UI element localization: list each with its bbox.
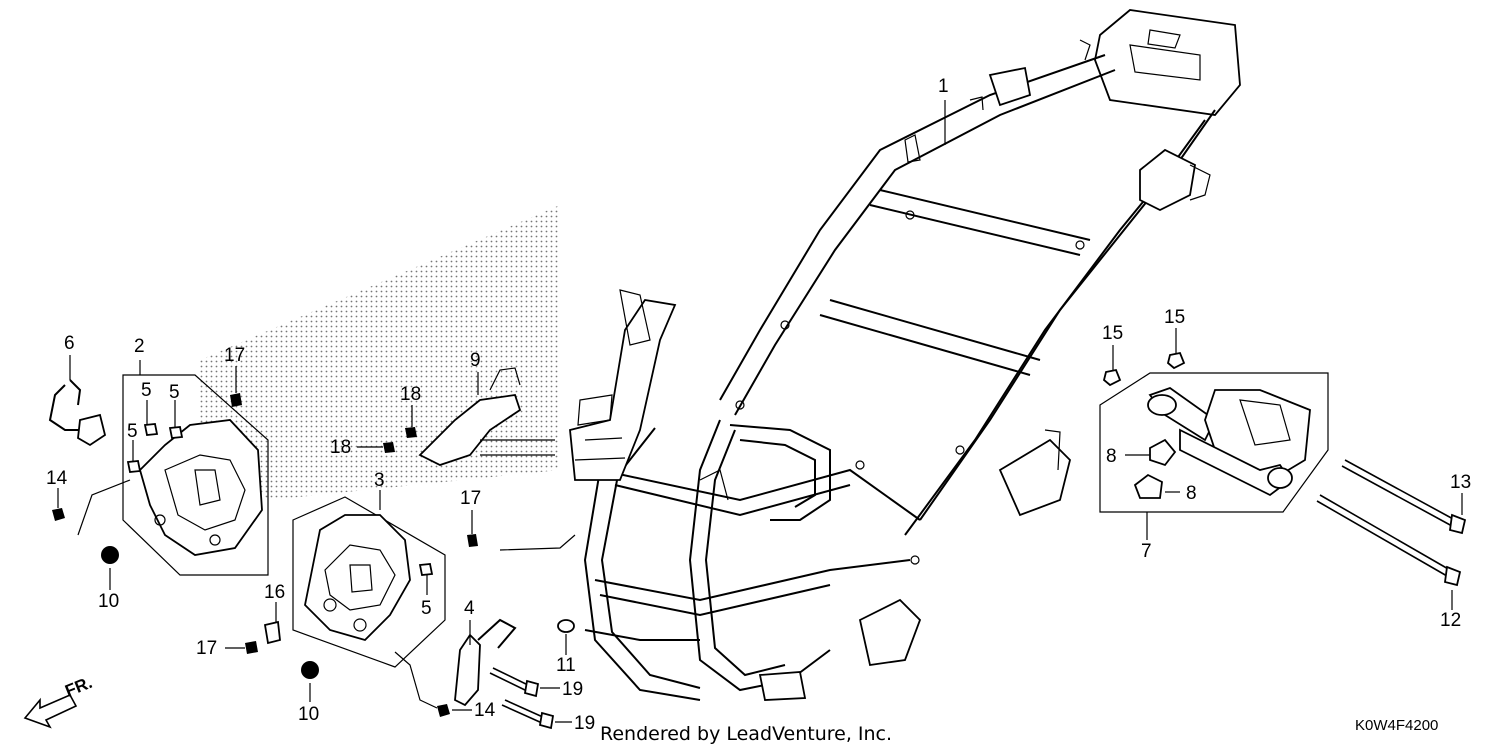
part-18-nut-top[interactable]	[405, 427, 417, 438]
part-12-bolt[interactable]	[1316, 494, 1462, 587]
part-4-bracket[interactable]	[454, 618, 517, 707]
part-19-bolt-upper[interactable]	[489, 667, 540, 698]
part-8-clip-a[interactable]	[1149, 438, 1177, 467]
part-14-bolt-left[interactable]	[52, 508, 65, 521]
callout-15-a[interactable]: 15	[1102, 323, 1123, 344]
callout-11[interactable]: 11	[556, 655, 576, 676]
part-7-engine-hanger[interactable]	[1147, 386, 1311, 497]
rendered-by-credit: Rendered by LeadVenture, Inc.	[600, 723, 892, 745]
callout-17-c[interactable]: 17	[196, 638, 217, 659]
main-frame[interactable]	[499, 9, 1241, 701]
callout-1[interactable]: 1	[938, 76, 949, 97]
part-10-grommet-right[interactable]	[301, 661, 319, 679]
callout-19-b[interactable]: 19	[574, 713, 595, 734]
callout-7[interactable]: 7	[1141, 541, 1152, 562]
leader-lines	[57, 100, 1463, 723]
part-11-washer[interactable]	[557, 619, 575, 633]
callout-12[interactable]: 12	[1440, 610, 1461, 631]
callout-10-b[interactable]: 10	[298, 704, 319, 725]
callout-15-b[interactable]: 15	[1164, 307, 1185, 328]
callout-6[interactable]: 6	[64, 333, 75, 354]
callout-19-a[interactable]: 19	[562, 679, 583, 700]
part-18-nut-left[interactable]	[383, 442, 395, 453]
part-17-bolt-low[interactable]	[245, 641, 258, 654]
part-17-bolt-mid[interactable]	[467, 534, 478, 547]
part-15-nut-right[interactable]	[1166, 351, 1186, 370]
part-16-clip[interactable]	[263, 620, 281, 645]
callout-2[interactable]: 2	[134, 336, 145, 357]
callout-17-a[interactable]: 17	[224, 345, 245, 366]
callout-18-a[interactable]: 18	[400, 384, 421, 405]
callout-5-b[interactable]: 5	[169, 382, 180, 403]
part-2-cover[interactable]	[138, 419, 263, 556]
callout-8-a[interactable]: 8	[1106, 446, 1117, 467]
callout-10-a[interactable]: 10	[98, 591, 119, 612]
front-arrow: FR.	[23, 673, 95, 729]
part-9-bracket[interactable]	[418, 367, 555, 466]
callout-5-d[interactable]: 5	[421, 598, 432, 619]
part-3-cover[interactable]	[304, 514, 411, 642]
callout-17-b[interactable]: 17	[460, 488, 481, 509]
part-17-bolt-top[interactable]	[230, 393, 242, 407]
callout-5-a[interactable]: 5	[141, 380, 152, 401]
front-arrow-label: FR.	[62, 673, 95, 701]
callout-13[interactable]: 13	[1450, 472, 1471, 493]
part-13-bolt[interactable]	[1341, 459, 1467, 535]
callout-9[interactable]: 9	[470, 350, 481, 371]
callout-14-b[interactable]: 14	[474, 700, 496, 721]
part-7-box	[1099, 372, 1329, 513]
callout-3[interactable]: 3	[374, 470, 385, 491]
part-8-clip-b[interactable]	[1133, 473, 1163, 499]
callout-16[interactable]: 16	[264, 582, 285, 603]
part-15-nut-left[interactable]	[1102, 368, 1122, 387]
part-14-bolt-right[interactable]	[437, 704, 450, 717]
part-19-bolt-lower[interactable]	[501, 699, 555, 730]
part-10-grommet-left[interactable]	[101, 546, 119, 564]
callout-8-b[interactable]: 8	[1186, 483, 1197, 504]
callout-14-a[interactable]: 14	[46, 468, 68, 489]
part-6-bracket[interactable]	[48, 379, 107, 447]
callouts: 1 2 3 4 5 5 5 5 6 7 8 8 9 10 10 11 12 13…	[46, 76, 1471, 734]
callout-4[interactable]: 4	[464, 598, 475, 619]
diagram-code: K0W4F4200	[1355, 717, 1438, 734]
part-5-nuts[interactable]	[126, 423, 434, 576]
callout-18-b[interactable]: 18	[330, 437, 351, 458]
callout-5-c[interactable]: 5	[127, 421, 138, 442]
part-2-box	[122, 374, 269, 576]
part-3-box	[292, 496, 446, 668]
